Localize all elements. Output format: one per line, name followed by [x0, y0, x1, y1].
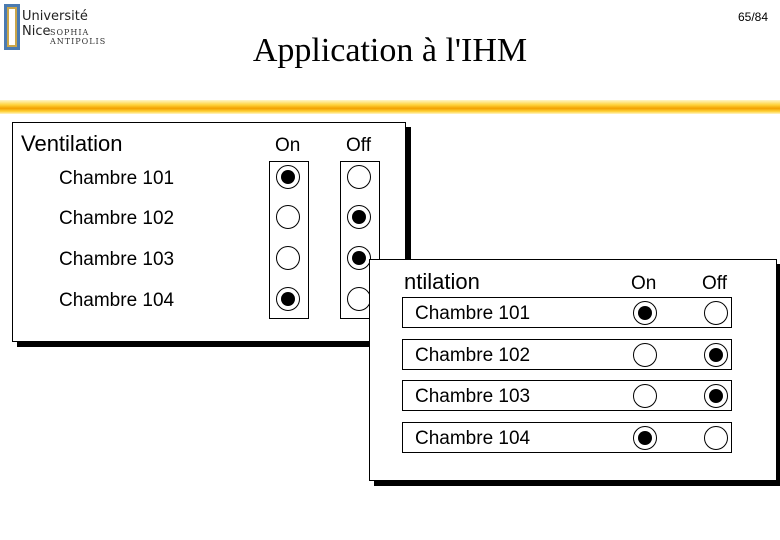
off-column-group [340, 161, 380, 319]
room-label: Chambre 104 [415, 428, 531, 449]
room-row [402, 297, 732, 328]
column-header-on: On [631, 273, 657, 294]
room-label: Chambre 102 [59, 208, 175, 229]
radio-off[interactable] [704, 301, 728, 325]
radio-off[interactable] [347, 205, 371, 229]
panel-heading: ntilation [404, 269, 480, 294]
radio-on[interactable] [276, 287, 300, 311]
radio-on[interactable] [276, 246, 300, 270]
radio-on[interactable] [633, 343, 657, 367]
radio-on[interactable] [633, 426, 657, 450]
radio-off[interactable] [704, 426, 728, 450]
radio-on[interactable] [633, 301, 657, 325]
ventilation-panel-2: ntilation On Off Chambre 101 Chambre 102… [369, 259, 777, 481]
page-number: 65/84 [737, 10, 768, 24]
radio-off[interactable] [704, 343, 728, 367]
room-row [402, 380, 732, 411]
radio-off[interactable] [347, 165, 371, 189]
logo-line-1: Université [22, 9, 88, 24]
accent-band [0, 100, 780, 114]
panel-heading: Ventilation [21, 131, 123, 156]
radio-off[interactable] [704, 384, 728, 408]
room-label: Chambre 101 [59, 168, 175, 189]
room-label: Chambre 102 [415, 345, 531, 366]
room-label: Chambre 101 [415, 303, 531, 324]
radio-on[interactable] [633, 384, 657, 408]
on-column-group [269, 161, 309, 319]
radio-off[interactable] [347, 287, 371, 311]
logo-line-3: SOPHIA ANTIPOLIS [50, 28, 107, 46]
column-header-on: On [275, 135, 301, 156]
room-label: Chambre 104 [59, 290, 175, 311]
radio-on[interactable] [276, 165, 300, 189]
page-title: Application à l'IHM [252, 32, 528, 69]
radio-off[interactable] [347, 246, 371, 270]
university-logo: Université Nice SOPHIA ANTIPOLIS [0, 0, 140, 52]
room-row [402, 422, 732, 453]
room-label: Chambre 103 [415, 386, 531, 407]
room-label: Chambre 103 [59, 249, 175, 270]
column-header-off: Off [346, 135, 371, 156]
radio-on[interactable] [276, 205, 300, 229]
logo-line-2: Nice [22, 24, 51, 39]
room-row [402, 339, 732, 370]
column-header-off: Off [702, 273, 727, 294]
ventilation-panel-1: Ventilation On Off Chambre 101 Chambre 1… [12, 122, 406, 342]
university-logo-icon [4, 4, 20, 50]
